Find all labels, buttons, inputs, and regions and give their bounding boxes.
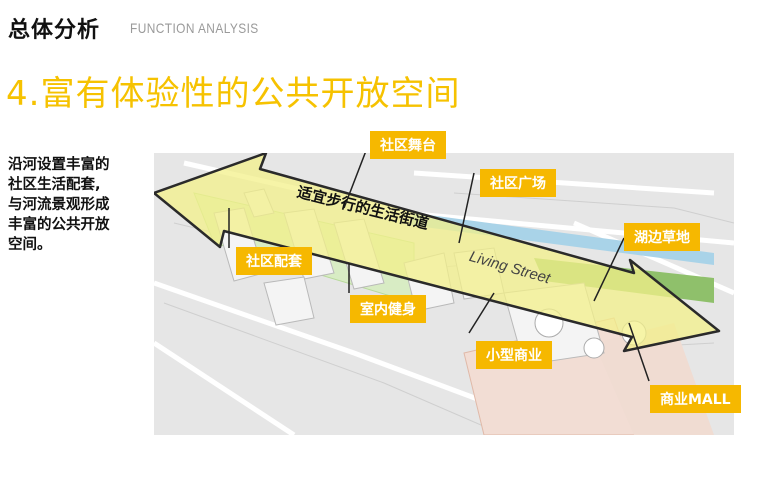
tag-small-shop: 小型商业 bbox=[476, 341, 552, 369]
description: 沿河设置丰富的 社区生活配套, 与河流景观形成 丰富的公共开放 空间。 bbox=[8, 155, 148, 255]
description-line: 社区生活配套, bbox=[8, 177, 101, 193]
description-line: 沿河设置丰富的 bbox=[8, 157, 110, 173]
river bbox=[409, 213, 714, 265]
description-line: 丰富的公共开放 bbox=[8, 217, 110, 233]
tag-lakeside-lawn: 湖边草地 bbox=[624, 223, 700, 251]
tag-community-plaza: 社区广场 bbox=[480, 169, 556, 197]
tag-community-facility: 社区配套 bbox=[236, 247, 312, 275]
header-title: 总体分析 bbox=[8, 18, 101, 43]
description-line: 与河流景观形成 bbox=[8, 197, 110, 213]
street-arrow bbox=[152, 151, 721, 353]
header-subtitle: FUNCTION ANALYSIS bbox=[130, 20, 259, 36]
tag-community-stage: 社区舞台 bbox=[370, 131, 446, 159]
site-illustration bbox=[152, 142, 736, 438]
tag-indoor-gym: 室内健身 bbox=[350, 295, 426, 323]
site-diagram: 适宜步行的生活街道 Living Street 社区舞台 社区广场 湖边草地 社… bbox=[152, 131, 741, 438]
tag-mall: 商业MALL bbox=[650, 385, 741, 413]
description-line: 空间。 bbox=[8, 237, 52, 253]
main-title: 4.富有体验性的公共开放空间 bbox=[6, 74, 461, 114]
